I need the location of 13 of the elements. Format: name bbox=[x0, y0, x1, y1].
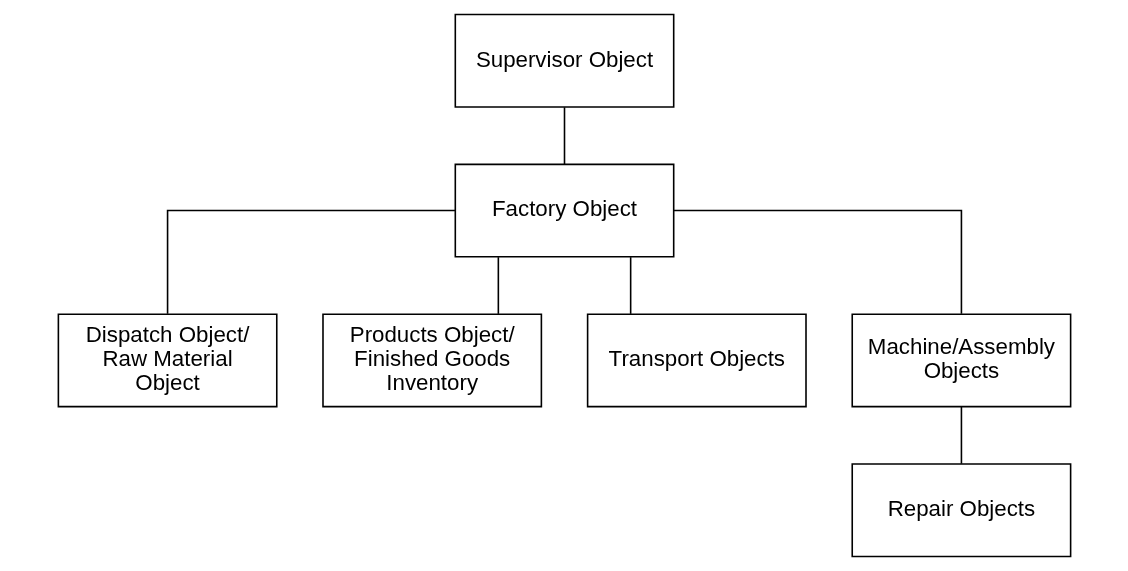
node-box: Supervisor Object bbox=[454, 13, 674, 108]
connector bbox=[672, 209, 962, 315]
node-box: Transport Objects bbox=[586, 313, 807, 408]
node-box: Repair Objects bbox=[850, 463, 1071, 558]
connector bbox=[960, 406, 962, 465]
node-box: Machine/Assembly Objects bbox=[850, 313, 1071, 408]
connector bbox=[497, 256, 499, 315]
connector bbox=[629, 256, 631, 315]
node-box: Dispatch Object/ Raw Material Object bbox=[57, 313, 278, 408]
node-box: Products Object/ Finished Goods Inventory bbox=[321, 313, 542, 408]
connector bbox=[166, 209, 456, 315]
node-box: Factory Object bbox=[454, 163, 674, 258]
connector bbox=[563, 106, 565, 165]
